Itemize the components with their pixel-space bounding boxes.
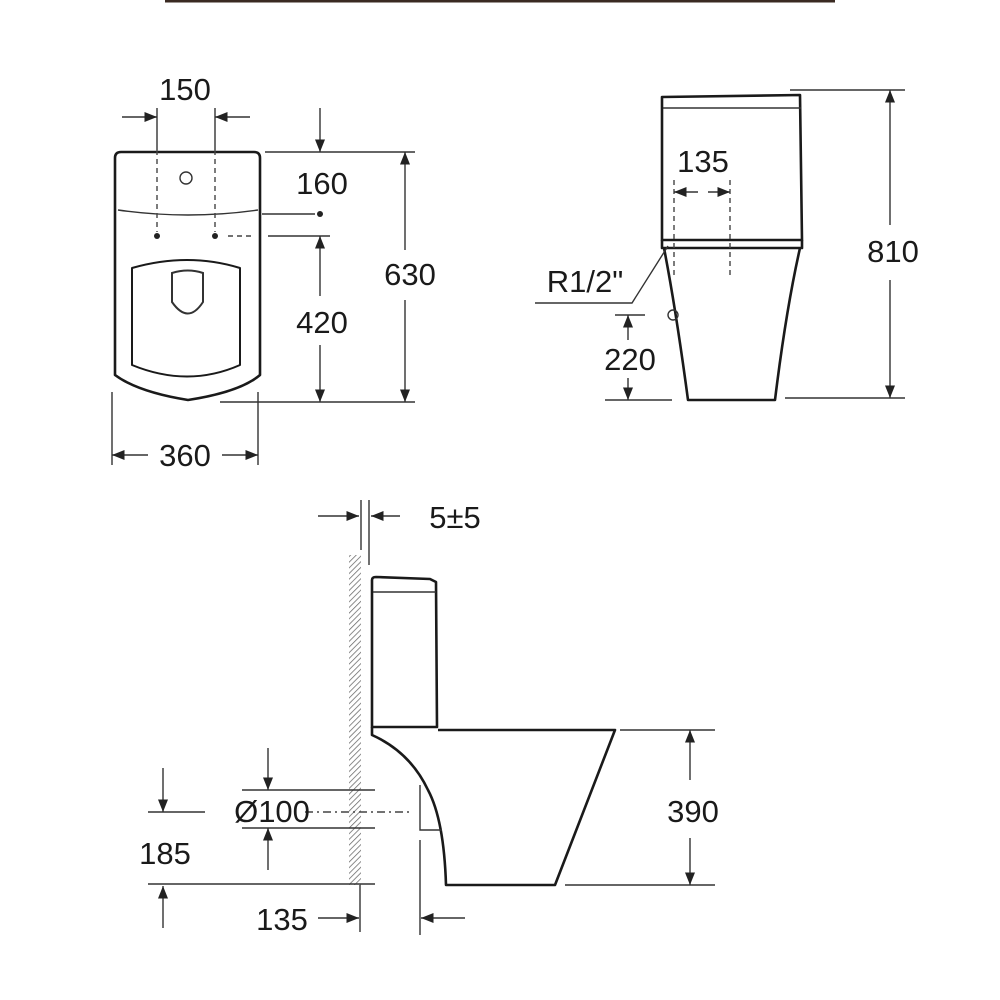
top-outline bbox=[113, 150, 262, 402]
dim-630: 630 bbox=[384, 257, 436, 292]
inlet-icon bbox=[667, 309, 679, 321]
tank-lid-line bbox=[117, 209, 259, 216]
dim-135-tank: 135 bbox=[677, 144, 729, 179]
seat-outline bbox=[131, 259, 241, 378]
dim-810: 810 bbox=[867, 234, 919, 269]
dim-185: 185 bbox=[139, 836, 191, 871]
dim-360: 360 bbox=[159, 438, 211, 473]
dim-150: 150 bbox=[159, 72, 211, 107]
top-view: 150 160 420 630 360 bbox=[111, 72, 436, 473]
bowl-opening bbox=[171, 269, 204, 315]
wall bbox=[349, 555, 361, 885]
side-tank bbox=[370, 575, 439, 729]
dim-220: 220 bbox=[604, 342, 656, 377]
dim-160: 160 bbox=[296, 166, 348, 201]
body-outline bbox=[662, 247, 802, 402]
dim-wall-gap: 5±5 bbox=[429, 500, 481, 535]
inlet-label: R1/2" bbox=[547, 264, 624, 299]
front-view: 135 R1/2" 220 810 bbox=[535, 89, 919, 402]
flush-button-icon bbox=[179, 171, 193, 185]
side-view: 5±5 Ø100 185 135 390 bbox=[139, 500, 719, 937]
dim-420: 420 bbox=[296, 305, 348, 340]
dim-outlet-setback: 135 bbox=[256, 902, 308, 937]
dim-outlet-diameter: Ø100 bbox=[234, 794, 310, 829]
side-body bbox=[370, 727, 617, 887]
dim-390: 390 bbox=[667, 794, 719, 829]
